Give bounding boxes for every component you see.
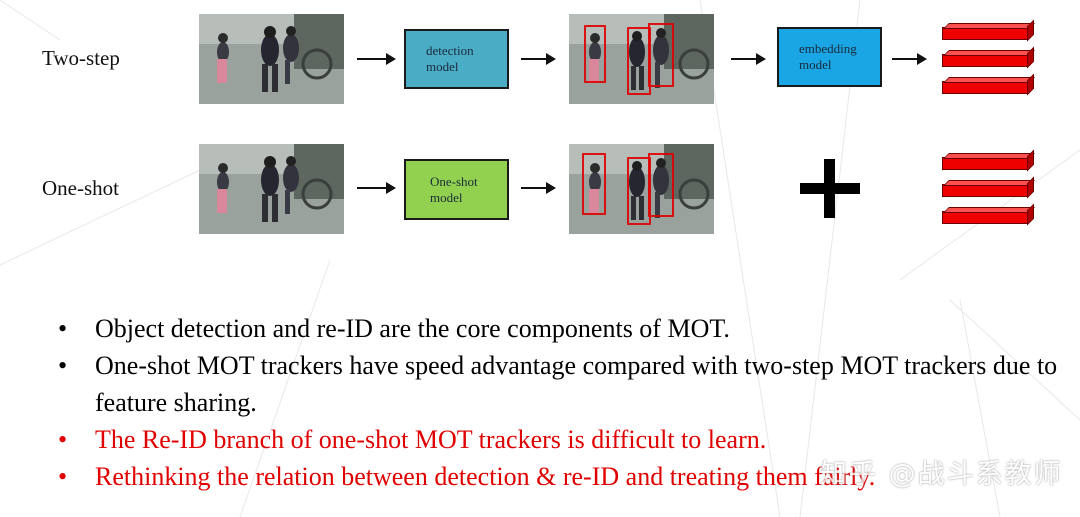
bullet-dot: • [58, 425, 68, 454]
one-shot-model-box: One-shot model [404, 159, 509, 220]
input-frame-two-step [199, 14, 344, 104]
feature-bar-two-step-1 [942, 27, 1028, 40]
arrow-to-oneshot-detections [521, 182, 556, 194]
detected-frame-one-shot [569, 144, 714, 234]
feature-bar-two-step-3 [942, 81, 1028, 94]
arrow-to-detections [521, 53, 556, 65]
feature-bar-one-shot-3 [942, 211, 1028, 224]
bullet-dot: • [58, 351, 68, 380]
detection-model-box: detection model [404, 29, 509, 89]
embedding-model-label: embedding model [799, 41, 857, 72]
bullet-text-3: The Re-ID branch of one-shot MOT tracker… [95, 425, 767, 454]
bullet-dot: • [58, 462, 68, 491]
bullet-text-2: One-shot MOT trackers have speed advanta… [95, 351, 1058, 417]
arrow-to-features [892, 53, 927, 65]
arrow-to-detection [357, 53, 396, 65]
bullet-item-4: • Rethinking the relation between detect… [58, 458, 1058, 495]
feature-bar-one-shot-1 [942, 157, 1028, 170]
bullet-item-3: • The Re-ID branch of one-shot MOT track… [58, 421, 1058, 458]
watermark: 知乎 @战斗系教师 [820, 459, 1063, 490]
bullet-text-4: Rethinking the relation between detectio… [95, 462, 876, 491]
bullet-text-1: Object detection and re-ID are the core … [95, 314, 730, 343]
detection-model-label: detection model [426, 43, 474, 74]
feature-bar-two-step-2 [942, 54, 1028, 67]
arrow-to-embedding [731, 53, 766, 65]
feature-bar-one-shot-2 [942, 184, 1028, 197]
bullet-list: • Object detection and re-ID are the cor… [58, 310, 1058, 495]
detected-frame-two-step [569, 14, 714, 104]
embedding-model-box: embedding model [777, 27, 882, 87]
two-step-label: Two-step [42, 46, 120, 70]
plus-icon-vertical [824, 159, 835, 218]
one-shot-label: One-shot [42, 176, 119, 200]
arrow-to-oneshot-model [357, 182, 396, 194]
input-frame-one-shot [199, 144, 344, 234]
bullet-dot: • [58, 314, 68, 343]
bullet-item-2: • One-shot MOT trackers have speed advan… [58, 347, 1058, 421]
bullet-item-1: • Object detection and re-ID are the cor… [58, 310, 1058, 347]
one-shot-model-label: One-shot model [430, 173, 478, 205]
